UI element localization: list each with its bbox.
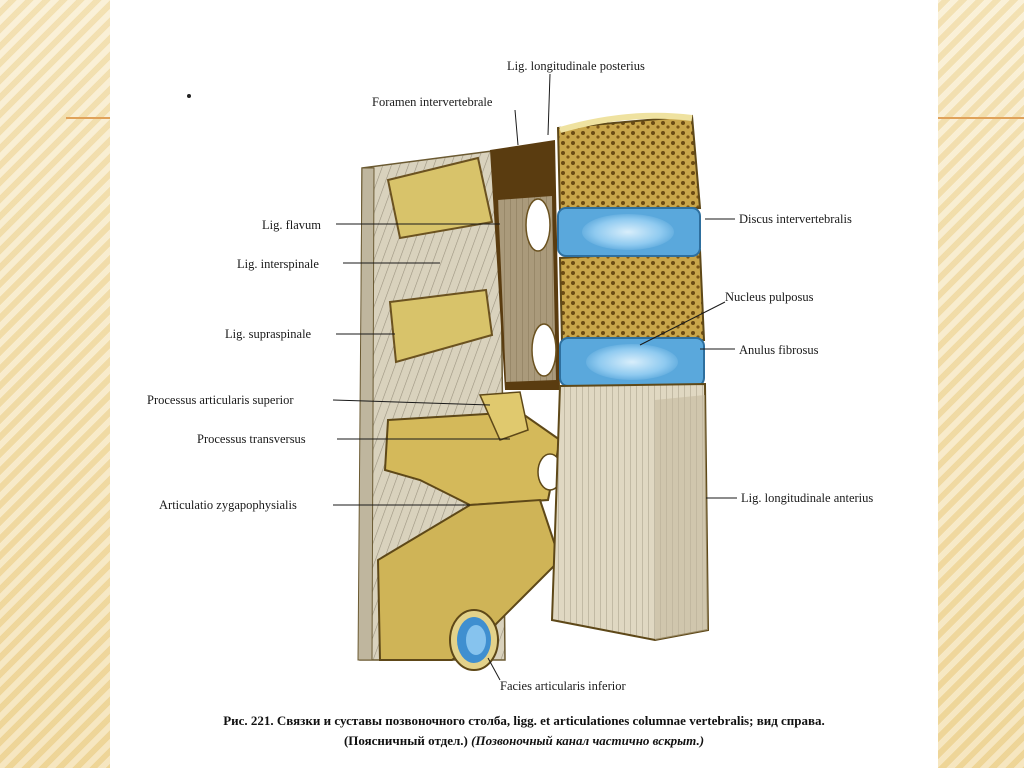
caption-line-2-normal: (Поясничный отдел.) xyxy=(343,733,468,748)
superior-articular-process xyxy=(478,391,529,441)
spinous-process-upper xyxy=(386,156,494,240)
label-proc-art-sup: Processus articularis superior xyxy=(147,393,294,407)
vertebral-body-upper xyxy=(556,114,702,214)
nucleus-lower xyxy=(586,344,678,380)
caption-line-2-italic: (Позвоночный канал частично вскрыт.) xyxy=(471,733,705,748)
decorative-rule-right xyxy=(938,117,1024,119)
cortical-rim-top xyxy=(559,112,693,133)
label-anulus: Anulus fibrosus xyxy=(739,343,819,357)
stray-dot xyxy=(187,94,191,98)
spinous-process-middle xyxy=(388,288,494,364)
supraspinous-band xyxy=(357,167,375,661)
vertebral-body-middle xyxy=(558,248,706,344)
leader-lines xyxy=(332,73,737,681)
label-foramen: Foramen intervertebrale xyxy=(372,95,493,109)
label-lig-long-ant: Lig. longitudinale anterius xyxy=(741,491,873,505)
nucleus-upper xyxy=(582,214,674,250)
label-artic-zyg: Articulatio zygapophysialis xyxy=(159,498,297,512)
anterior-ligament-shade xyxy=(655,395,708,640)
caption-line-2: (Поясничный отдел.) (Позвоночный канал ч… xyxy=(110,731,938,751)
caption-line-1: Рис. 221. Связки и суставы позвоночного … xyxy=(223,713,825,728)
label-discus: Discus intervertebralis xyxy=(739,212,852,226)
foramen-opening-2 xyxy=(531,323,557,377)
label-lig-flavum: Lig. flavum xyxy=(262,218,321,232)
label-nucleus: Nucleus pulposus xyxy=(725,290,814,304)
label-proc-transv: Processus transversus xyxy=(197,432,306,446)
decorative-rule-left xyxy=(66,117,110,119)
label-lig-long-post: Lig. longitudinale posterius xyxy=(507,59,645,73)
label-lig-interspinale: Lig. interspinale xyxy=(237,257,319,271)
label-lig-supraspinale: Lig. supraspinale xyxy=(225,327,312,341)
foramen-opening-1 xyxy=(525,198,551,252)
label-facies: Facies articularis inferior xyxy=(500,679,626,693)
figure-caption: Рис. 221. Связки и суставы позвоночного … xyxy=(110,711,938,751)
